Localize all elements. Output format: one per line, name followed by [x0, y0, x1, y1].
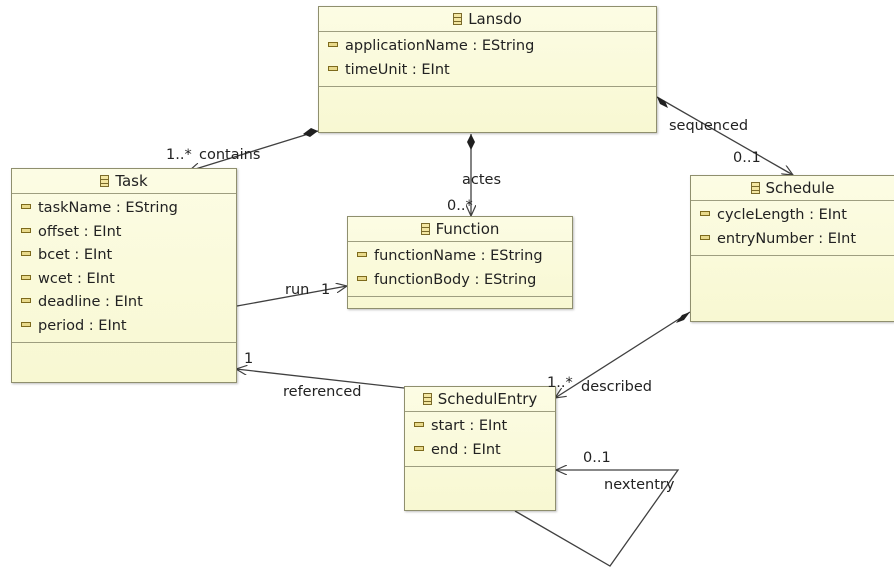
sequenced-composition-diamond: [657, 97, 668, 108]
eclass-icon: [453, 13, 463, 25]
attribute-row[interactable]: cycleLength : EInt: [691, 204, 894, 228]
attribute-row[interactable]: period : EInt: [12, 315, 236, 339]
attribute-label: cycleLength : EInt: [717, 207, 847, 223]
contains-label: contains: [199, 147, 261, 163]
contains-edge[interactable]: [189, 130, 319, 171]
attribute-label: wcet : EInt: [38, 270, 115, 287]
contains-multiplicity: 1..*: [166, 147, 192, 163]
actes-multiplicity: 0..*: [447, 198, 473, 214]
eattribute-icon: [414, 445, 424, 451]
attribute-label: functionName : EString: [374, 248, 543, 264]
eattribute-icon: [357, 275, 367, 281]
eattribute-icon: [21, 274, 31, 280]
attribute-label: timeUnit : EInt: [345, 61, 450, 78]
attribute-row[interactable]: end : EInt: [405, 439, 555, 463]
eattribute-icon: [700, 211, 710, 216]
sequenced-label: sequenced: [669, 118, 749, 134]
attribute-label: functionBody : EString: [374, 271, 537, 288]
nextentry-label: nextentry: [604, 477, 675, 493]
run-multiplicity: 1: [321, 282, 331, 298]
actes-label: actes: [462, 172, 502, 188]
nextentry-edge[interactable]: [514, 470, 680, 567]
class-task-attributes: taskName : EString offset : EInt bcet : …: [12, 194, 236, 343]
class-task-header: Task: [12, 169, 236, 194]
described-composition-diamond: [676, 312, 690, 323]
class-schedule-header: Schedule: [691, 176, 894, 201]
class-task[interactable]: Task taskName : EString offset : EInt bc…: [11, 168, 237, 383]
attribute-row[interactable]: wcet : EInt: [12, 268, 236, 292]
attribute-row[interactable]: taskName : EString: [12, 197, 236, 221]
referenced-label: referenced: [283, 384, 362, 400]
class-function-attributes: functionName : EString functionBody : ES…: [348, 242, 572, 297]
class-schedule[interactable]: Schedule cycleLength : EInt entryNumber …: [690, 175, 894, 322]
class-function-name: Function: [435, 220, 500, 238]
run-edge[interactable]: [236, 286, 347, 307]
eattribute-icon: [21, 298, 31, 303]
sequenced-multiplicity: 0..1: [733, 150, 761, 166]
attribute-row[interactable]: applicationName : EString: [319, 35, 656, 59]
attribute-label: taskName : EString: [38, 200, 178, 216]
attribute-label: start : EInt: [431, 418, 508, 434]
attribute-label: bcet : EInt: [38, 247, 113, 263]
eattribute-icon: [328, 42, 338, 47]
actes-composition-diamond: [467, 134, 475, 150]
class-function-header: Function: [348, 217, 572, 242]
attribute-label: applicationName : EString: [345, 38, 535, 54]
attribute-row[interactable]: timeUnit : EInt: [319, 59, 656, 83]
eclass-icon: [750, 182, 760, 194]
sequenced-edge[interactable]: [656, 96, 793, 175]
class-lansdo-name: Lansdo: [468, 10, 522, 28]
class-schedule-attributes: cycleLength : EInt entryNumber : EInt: [691, 201, 894, 256]
referenced-multiplicity: 1: [244, 351, 254, 367]
nextentry-multiplicity: 0..1: [583, 450, 611, 466]
eclass-icon: [420, 223, 430, 235]
attribute-row[interactable]: bcet : EInt: [12, 244, 236, 268]
class-schedulentry-name: SchedulEntry: [437, 390, 538, 408]
eattribute-icon: [21, 204, 31, 209]
class-lansdo-header: Lansdo: [319, 7, 656, 32]
class-lansdo-attributes: applicationName : EString timeUnit : EIn…: [319, 32, 656, 87]
class-function[interactable]: Function functionName : EString function…: [347, 216, 573, 309]
described-multiplicity: 1..*: [547, 375, 573, 391]
eattribute-icon: [328, 65, 338, 71]
eattribute-icon: [21, 227, 31, 233]
attribute-row[interactable]: start : EInt: [405, 415, 555, 439]
attribute-label: offset : EInt: [38, 223, 122, 240]
described-label: described: [581, 379, 652, 395]
attribute-row[interactable]: functionBody : EString: [348, 269, 572, 293]
class-task-name: Task: [115, 172, 148, 190]
eattribute-icon: [21, 321, 31, 327]
class-lansdo[interactable]: Lansdo applicationName : EString timeUni…: [318, 6, 657, 133]
class-schedule-name: Schedule: [765, 179, 835, 197]
eclass-icon: [100, 175, 110, 187]
attribute-row[interactable]: functionName : EString: [348, 245, 572, 269]
eclass-icon: [422, 393, 432, 405]
attribute-row[interactable]: entryNumber : EInt: [691, 228, 894, 252]
referenced-edge[interactable]: [236, 369, 405, 389]
described-edge[interactable]: [555, 311, 691, 398]
eattribute-icon: [357, 252, 367, 257]
run-label: run: [285, 282, 310, 298]
attribute-row[interactable]: offset : EInt: [12, 221, 236, 245]
class-schedulentry[interactable]: SchedulEntry start : EInt end : EInt: [404, 386, 556, 511]
attribute-label: period : EInt: [38, 317, 127, 334]
attribute-label: deadline : EInt: [38, 294, 143, 310]
attribute-row[interactable]: deadline : EInt: [12, 291, 236, 315]
class-schedulentry-attributes: start : EInt end : EInt: [405, 412, 555, 467]
attribute-label: end : EInt: [431, 441, 501, 458]
attribute-label: entryNumber : EInt: [717, 230, 857, 247]
eattribute-icon: [21, 251, 31, 256]
eattribute-icon: [700, 234, 710, 240]
eattribute-icon: [414, 422, 424, 427]
class-schedulentry-header: SchedulEntry: [405, 387, 555, 412]
contains-composition-diamond: [303, 128, 318, 137]
